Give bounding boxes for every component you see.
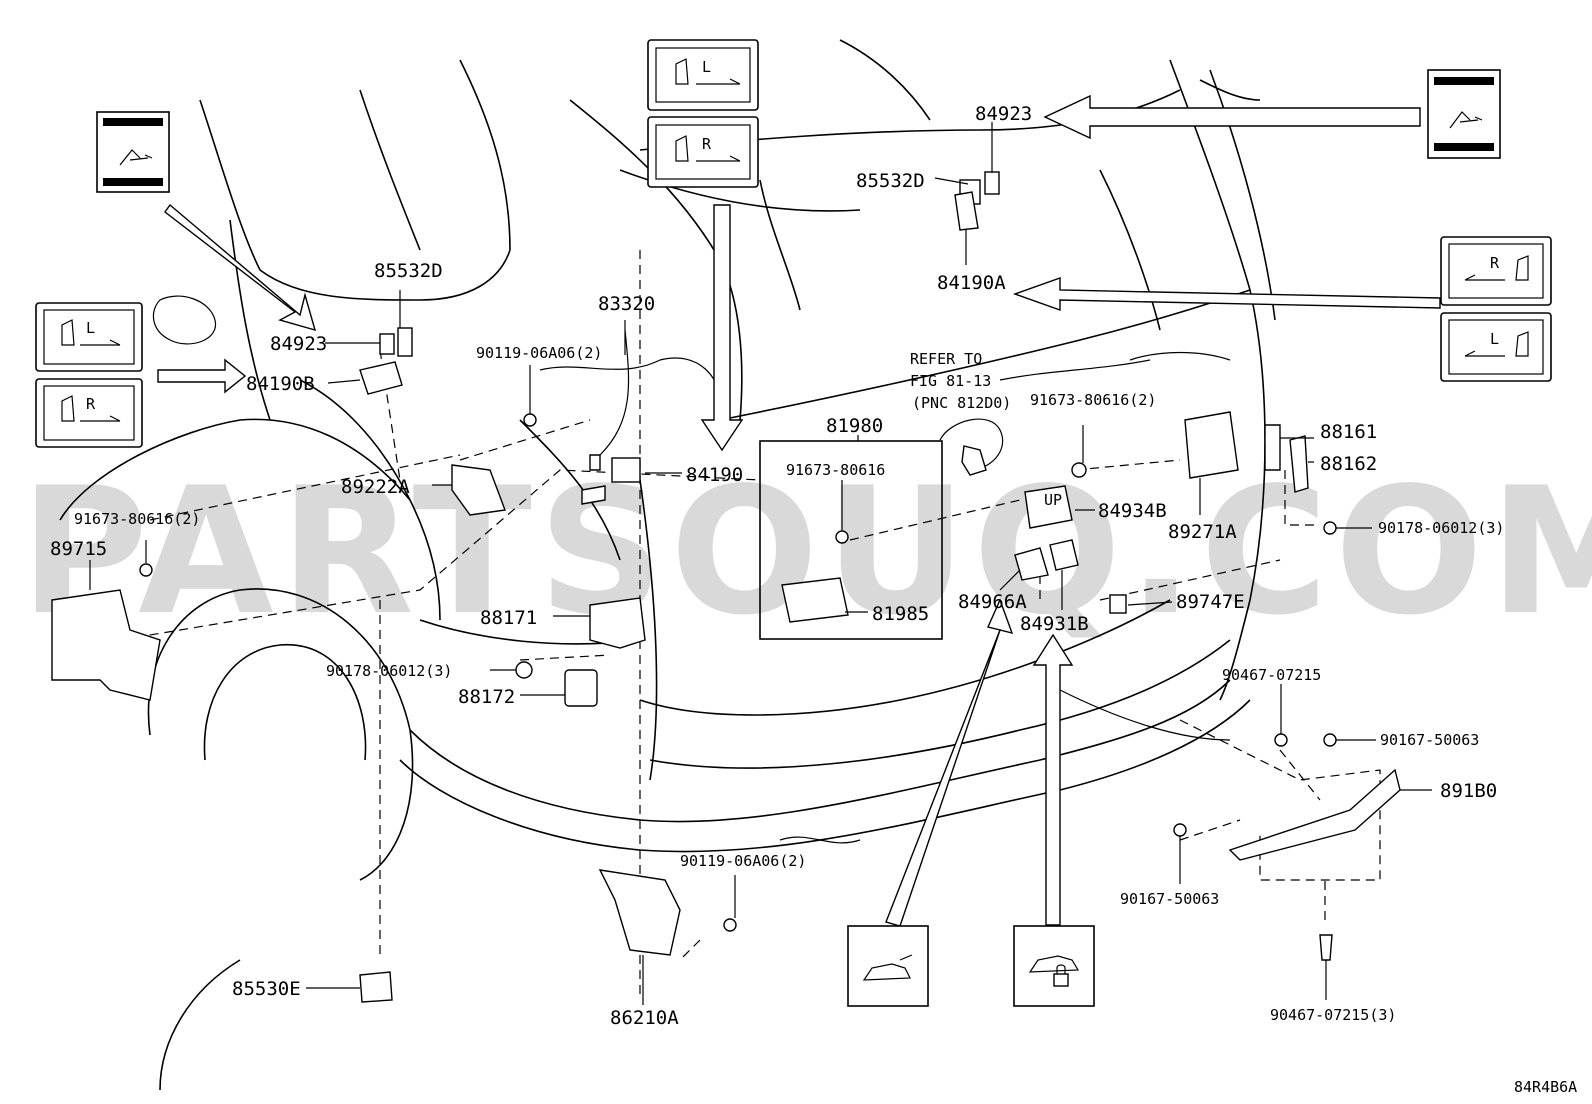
seat-switch-icon-tl xyxy=(96,111,170,193)
part-88171 xyxy=(589,597,646,649)
part-84190A xyxy=(954,191,979,231)
part-84931B xyxy=(1049,539,1079,571)
label-88161: 88161 xyxy=(1320,421,1377,443)
label-leaders xyxy=(89,122,1432,1005)
seat-r-letter-top: R xyxy=(702,135,712,153)
label-81985: 81985 xyxy=(872,603,929,625)
part-89222A xyxy=(451,464,506,516)
part-81985 xyxy=(781,577,849,623)
label-84931B: 84931B xyxy=(1020,613,1089,635)
part-88172 xyxy=(564,669,598,707)
label-90178-right: 90178-06012(3) xyxy=(1378,519,1504,537)
part-84190B xyxy=(359,361,403,395)
figure-code: 84R4B6A xyxy=(1514,1078,1577,1096)
label-85532D-top: 85532D xyxy=(856,170,925,192)
vehicle-outline xyxy=(59,39,1276,1091)
label-81980: 81980 xyxy=(826,415,883,437)
part-86210A xyxy=(598,869,681,956)
label-89222A: 89222A xyxy=(341,476,410,498)
label-91673-right: 91673-80616(2) xyxy=(1030,391,1156,409)
label-85530E: 85530E xyxy=(232,978,301,1000)
label-84190: 84190 xyxy=(686,464,743,486)
label-84923-left: 84923 xyxy=(270,333,327,355)
parts: UP xyxy=(51,171,1401,1003)
part-labels: 84923 85532D 84190A 85532D 84923 84190B … xyxy=(50,103,1577,1096)
part-90178-left-nut xyxy=(515,661,533,679)
label-89747E: 89747E xyxy=(1176,591,1245,613)
part-891B0 xyxy=(1228,768,1401,861)
refer-line-1: REFER TO xyxy=(910,350,982,368)
part-91673-right-bolt xyxy=(1071,462,1087,478)
part-89715 xyxy=(51,589,161,701)
seat-switch-icon-r-top: R xyxy=(647,116,759,188)
label-84923-top: 84923 xyxy=(975,103,1032,125)
part-83320-connector xyxy=(589,454,601,471)
label-85532D-left: 85532D xyxy=(374,260,443,282)
seat-switch-icon-l-top: L xyxy=(647,39,759,111)
switch-up-text: UP xyxy=(1044,491,1062,509)
label-90467-bottom: 90467-07215(3) xyxy=(1270,1006,1396,1024)
sub-assembly-frame xyxy=(759,440,943,640)
part-88161 xyxy=(1264,424,1281,471)
part-89271A xyxy=(1184,411,1239,479)
label-88171: 88171 xyxy=(480,607,537,629)
watermark: PARTSOUQ.COM xyxy=(20,451,1592,654)
label-891B0: 891B0 xyxy=(1440,780,1497,802)
seat-l-letter-right: L xyxy=(1490,330,1499,348)
part-90167-bottom-bolt xyxy=(1173,823,1187,837)
part-90467-top-clip xyxy=(1274,733,1288,747)
label-84190A: 84190A xyxy=(937,272,1006,294)
part-84934B xyxy=(1024,485,1073,529)
label-90167-right: 90167-50063 xyxy=(1380,731,1479,749)
seat-r-letter-right: R xyxy=(1490,254,1500,272)
back-door-icon xyxy=(847,925,929,1007)
label-84190B: 84190B xyxy=(246,373,315,395)
label-89271A: 89271A xyxy=(1168,521,1237,543)
label-89715: 89715 xyxy=(50,538,107,560)
refer-line-3: (PNC 812D0) xyxy=(912,394,1011,412)
seat-switch-icon-r-right: R xyxy=(1440,236,1552,306)
part-84966A xyxy=(1014,547,1049,581)
label-88162: 88162 xyxy=(1320,453,1377,475)
label-90178-left: 90178-06012(3) xyxy=(326,662,452,680)
label-91673-box: 91673-80616 xyxy=(786,461,885,479)
seat-switch-icon-l-left: L xyxy=(35,302,143,372)
seat-l-letter: L xyxy=(86,319,95,337)
label-90119-top: 90119-06A06(2) xyxy=(476,344,602,362)
seat-switch-icon-r-left: R xyxy=(35,378,143,448)
label-83320: 83320 xyxy=(598,293,655,315)
label-84934B: 84934B xyxy=(1098,500,1167,522)
label-86210A: 86210A xyxy=(610,1007,679,1029)
part-89747E xyxy=(1109,594,1127,614)
part-90119-top-bolt xyxy=(523,413,537,427)
refer-part xyxy=(961,445,987,476)
label-91673-left: 91673-80616(2) xyxy=(74,510,200,528)
part-84923-top xyxy=(984,171,1000,195)
label-88172: 88172 xyxy=(458,686,515,708)
part-85530E xyxy=(359,971,393,1003)
label-90119-bottom: 90119-06A06(2) xyxy=(680,852,806,870)
part-91673-left-bolt xyxy=(139,563,153,577)
label-84966A: 84966A xyxy=(958,591,1027,613)
part-90467-bottom-clip xyxy=(1319,934,1333,961)
part-91673-box-bolt xyxy=(835,530,849,544)
part-84923-left xyxy=(379,333,395,355)
pointer-arrows xyxy=(157,94,1441,927)
part-90178-right-nut xyxy=(1323,521,1337,535)
part-90167-right-bolt xyxy=(1323,733,1337,747)
seat-r-letter: R xyxy=(86,395,96,413)
part-88162 xyxy=(1289,435,1309,493)
seat-switch-icon-l-right: L xyxy=(1440,312,1552,382)
label-90167-bottom: 90167-50063 xyxy=(1120,890,1219,908)
seat-l-letter-top: L xyxy=(702,58,711,76)
part-90119-bottom-bolt xyxy=(723,918,737,932)
refer-line-2: FIG 81-13 xyxy=(910,372,991,390)
seat-switch-icon-tr xyxy=(1427,69,1501,159)
door-lock-icon xyxy=(1013,925,1095,1007)
part-84190 xyxy=(611,457,641,483)
part-85532D-left xyxy=(397,327,413,357)
label-90467-top: 90467-07215 xyxy=(1222,666,1321,684)
